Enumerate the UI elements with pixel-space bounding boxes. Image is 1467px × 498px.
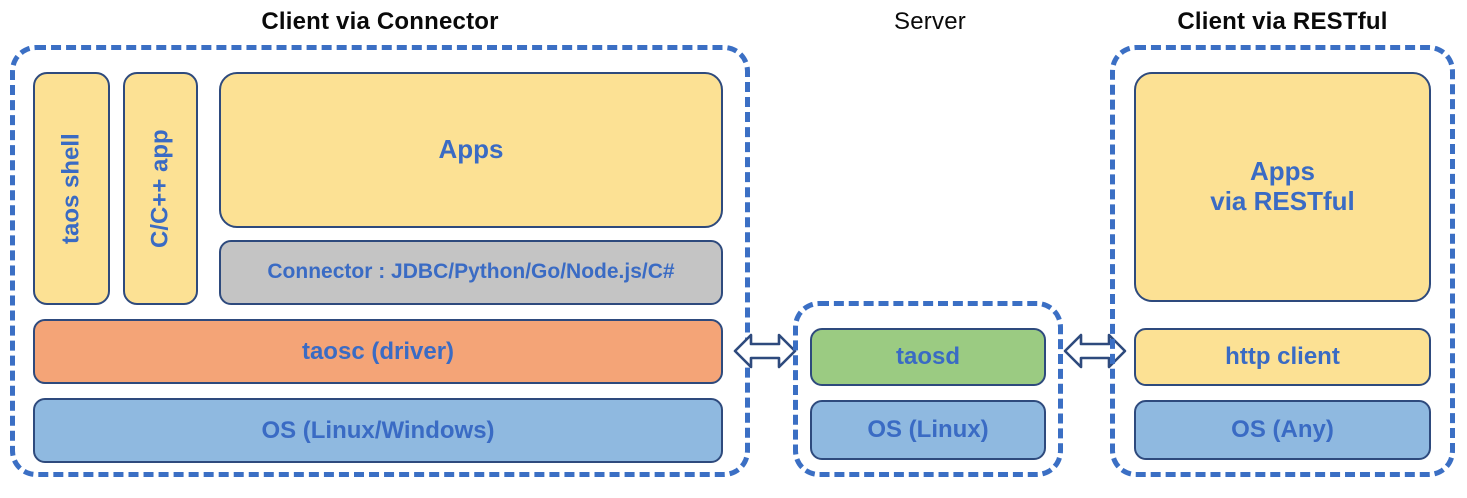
panel-client-via-connector (10, 45, 750, 477)
arrow-connector-to-server (733, 328, 797, 374)
box-connector[interactable]: Connector : JDBC/Python/Go/Node.js/C# (219, 240, 723, 305)
box-apps-via-restful-line2: via RESTful (1210, 186, 1355, 216)
box-taosd[interactable]: taosd (810, 328, 1046, 386)
panel-client-via-restful (1110, 45, 1455, 477)
box-apps-via-restful-line1: Apps (1249, 156, 1315, 187)
box-taosc-driver[interactable]: taosc (driver) (33, 319, 723, 384)
box-apps-via-restful[interactable]: Apps via RESTful (1134, 72, 1431, 302)
box-os-any[interactable]: OS (Any) (1134, 400, 1431, 460)
box-c-cpp-app[interactable]: C/C++ app (123, 72, 198, 305)
box-taos-shell[interactable]: taos shell (33, 72, 110, 305)
title-client-via-restful: Client via RESTful (1177, 8, 1388, 35)
box-apps[interactable]: Apps (219, 72, 723, 228)
box-os-linux-windows[interactable]: OS (Linux/Windows) (33, 398, 723, 463)
panel-server (793, 301, 1063, 477)
box-http-client[interactable]: http client (1134, 328, 1431, 386)
title-server: Server (894, 8, 966, 35)
title-client-via-connector: Client via Connector (261, 8, 499, 35)
box-os-linux[interactable]: OS (Linux) (810, 400, 1046, 460)
